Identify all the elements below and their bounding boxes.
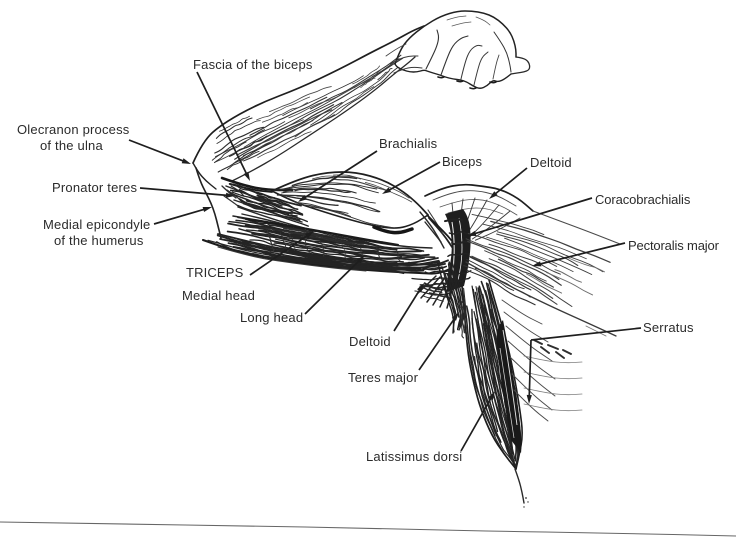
- svg-text:Pectoralis major: Pectoralis major: [628, 238, 720, 253]
- svg-text:Biceps: Biceps: [442, 154, 483, 169]
- svg-text:Long head: Long head: [240, 310, 303, 325]
- svg-text:Medial epicondyle: Medial epicondyle: [43, 217, 150, 232]
- svg-text:Teres major: Teres major: [348, 370, 419, 385]
- svg-text:TRICEPS: TRICEPS: [186, 265, 244, 280]
- svg-text:Deltoid: Deltoid: [349, 334, 391, 349]
- svg-text:of the humerus: of the humerus: [54, 233, 144, 248]
- svg-text:Deltoid: Deltoid: [530, 155, 572, 170]
- svg-text:Medial head: Medial head: [182, 288, 255, 303]
- svg-text:of the ulna: of the ulna: [40, 138, 103, 153]
- svg-text:Serratus: Serratus: [643, 320, 694, 335]
- svg-text:Coracobrachialis: Coracobrachialis: [595, 192, 691, 207]
- svg-text:Olecranon process: Olecranon process: [17, 122, 130, 137]
- svg-text:Fascia of the biceps: Fascia of the biceps: [193, 57, 313, 72]
- svg-text:Brachialis: Brachialis: [379, 136, 438, 151]
- svg-text:Pronator teres: Pronator teres: [52, 180, 137, 195]
- svg-text:Latissimus dorsi: Latissimus dorsi: [366, 449, 462, 464]
